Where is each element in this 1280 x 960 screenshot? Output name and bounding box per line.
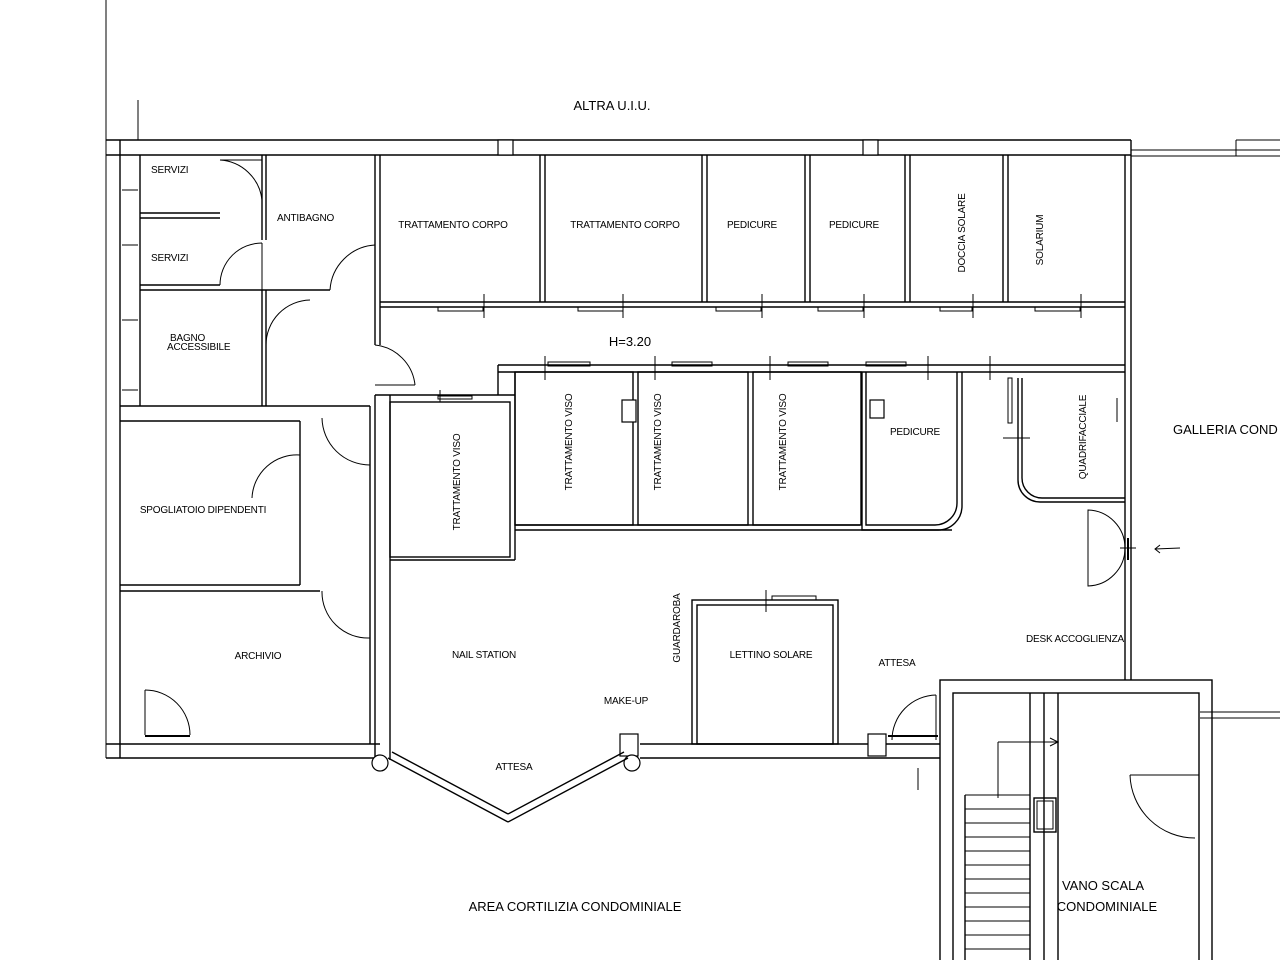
label-antibagno: ANTIBAGNO bbox=[277, 213, 335, 224]
label-lettino-solare: LETTINO SOLARE bbox=[730, 650, 813, 661]
bottom-columns bbox=[371, 694, 938, 790]
bay-window bbox=[387, 751, 629, 823]
label-accessibile: ACCESSIBILE bbox=[167, 342, 231, 353]
label-trattamento-corpo-1: TRATTAMENTO CORPO bbox=[398, 220, 508, 231]
label-trattamento-viso-1: TRATTAMENTO VISO bbox=[452, 433, 463, 530]
label-trattamento-corpo-2: TRATTAMENTO CORPO bbox=[570, 220, 680, 231]
label-height: H=3.20 bbox=[609, 334, 651, 349]
label-nail-station: NAIL STATION bbox=[452, 650, 516, 661]
label-pedicure-2: PEDICURE bbox=[829, 220, 880, 231]
label-condominiale: CONDOMINIALE bbox=[1057, 899, 1158, 914]
label-trattamento-viso-4: TRATTAMENTO VISO bbox=[778, 393, 789, 490]
label-trattamento-viso-3: TRATTAMENTO VISO bbox=[653, 393, 664, 490]
label-altra-uiu: ALTRA U.I.U. bbox=[573, 98, 650, 113]
left-rooms-walls bbox=[119, 140, 391, 760]
label-archivio: ARCHIVIO bbox=[235, 651, 282, 662]
label-vano-scala: VANO SCALA bbox=[1062, 878, 1144, 893]
top-rooms-walls bbox=[380, 139, 1125, 318]
middle-rooms-walls bbox=[375, 356, 1125, 561]
label-galleria: GALLERIA COND bbox=[1173, 422, 1278, 437]
entrance-doors bbox=[1087, 509, 1181, 587]
label-guardaroba: GUARDAROBA bbox=[672, 593, 683, 663]
stairwell bbox=[939, 679, 1213, 960]
label-solarium: SOLARIUM bbox=[1035, 215, 1046, 266]
label-pedicure-3: PEDICURE bbox=[890, 427, 941, 438]
label-servizi-1: SERVIZI bbox=[151, 165, 188, 176]
label-attesa-1: ATTESA bbox=[879, 658, 916, 669]
label-make-up: MAKE-UP bbox=[604, 696, 649, 707]
left-doors bbox=[144, 159, 416, 737]
label-attesa-2: ATTESA bbox=[496, 762, 533, 773]
label-spogliatoio: SPOGLIATOIO DIPENDENTI bbox=[140, 505, 266, 516]
label-trattamento-viso-2: TRATTAMENTO VISO bbox=[564, 393, 575, 490]
label-quadrifacciale: QUADRIFACCIALE bbox=[1078, 394, 1089, 479]
label-pedicure-1: PEDICURE bbox=[727, 220, 778, 231]
room-labels: ALTRA U.I.U. SERVIZI SERVIZI ANTIBAGNO B… bbox=[140, 98, 1278, 914]
lettino-room bbox=[691, 590, 839, 745]
label-servizi-2: SERVIZI bbox=[151, 253, 188, 264]
outer-walls bbox=[105, 0, 1280, 759]
label-area-cortilizia: AREA CORTILIZIA CONDOMINIALE bbox=[469, 899, 682, 914]
label-bagno: BAGNO bbox=[170, 333, 206, 344]
label-doccia-solare: DOCCIA SOLARE bbox=[957, 193, 968, 273]
label-desk: DESK ACCOGLIENZA bbox=[1026, 634, 1124, 645]
